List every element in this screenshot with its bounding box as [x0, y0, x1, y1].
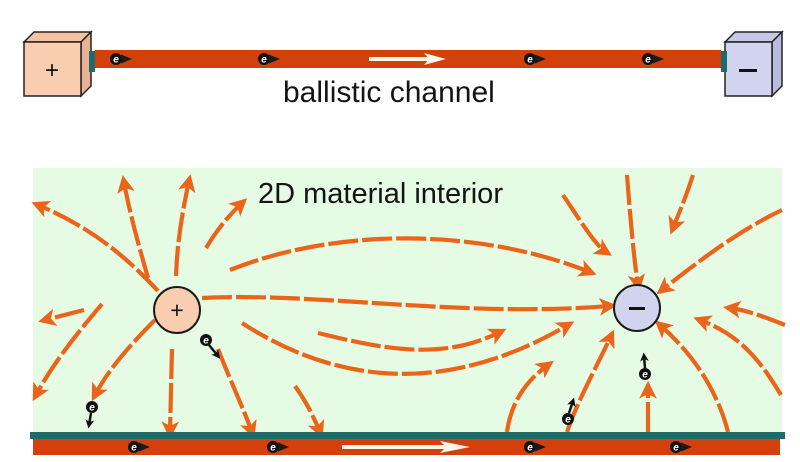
plus-sign: + — [45, 57, 59, 84]
negative-sink — [613, 284, 661, 332]
interior-electrons — [85, 334, 651, 429]
svg-text:+: + — [170, 297, 183, 323]
left-contact — [89, 51, 95, 72]
interior-diagram: + — [30, 168, 786, 455]
ballistic-channel-label: ballistic channel — [283, 76, 495, 109]
positive-electrode-box: + — [22, 30, 93, 98]
current-direction-arrow — [369, 53, 446, 65]
positive-source: + — [153, 286, 201, 334]
material-interior-label: 2D material interior — [258, 178, 503, 210]
bottom-current-arrow — [342, 441, 470, 453]
negative-electrode-box — [723, 30, 784, 98]
right-contact — [721, 51, 727, 72]
minus-sign — [739, 69, 757, 72]
bottom-contact-strip — [30, 432, 785, 439]
field-lines — [31, 174, 786, 440]
ballistic-channel-diagram: + — [22, 30, 784, 98]
